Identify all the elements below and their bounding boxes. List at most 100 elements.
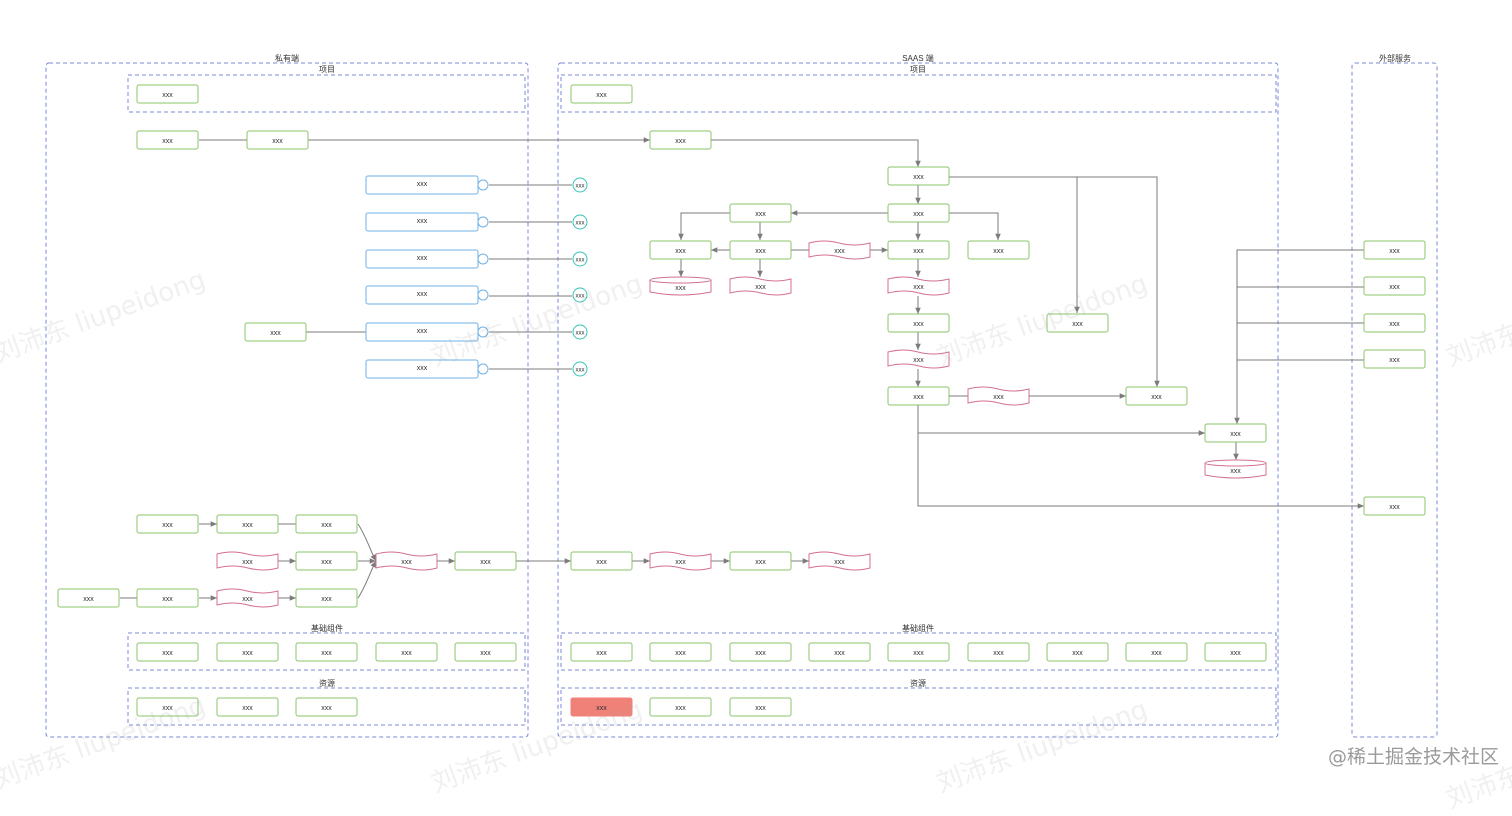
process-node[interactable]: xxx [244, 322, 307, 342]
process-node[interactable]: xxx [1363, 496, 1426, 516]
process-node[interactable]: xxx [570, 697, 633, 717]
process-node[interactable]: xxx [1363, 276, 1426, 296]
data-node[interactable]: xxx [887, 276, 950, 296]
endpoint-node[interactable]: xxx [572, 177, 588, 193]
data-node[interactable]: xxx [808, 551, 871, 571]
process-node[interactable]: xxx [136, 514, 199, 534]
data-node[interactable]: xxx [729, 276, 792, 296]
process-node[interactable]: xxx [136, 84, 199, 104]
saas-project-group [560, 74, 1277, 113]
architecture-diagram: 私有端 SAAS 端 外部服务 项目 项目 基础组件 基础组件 资源 资源 xx… [45, 53, 1438, 738]
process-node[interactable]: xxx [729, 203, 792, 223]
process-node[interactable]: xxx [136, 642, 199, 662]
endpoint-node[interactable]: xxx [572, 214, 588, 230]
data-node[interactable]: xxx [649, 551, 712, 571]
interface-node[interactable]: xxx [365, 285, 489, 305]
process-node[interactable]: xxx [729, 551, 792, 571]
interface-node[interactable]: xxx [365, 249, 489, 269]
process-node[interactable]: xxx [295, 551, 358, 571]
node-label: xxx [162, 650, 173, 657]
connector-line [1234, 249, 1364, 424]
data-node[interactable]: xxx [967, 386, 1030, 406]
node-label: xxx [755, 559, 766, 566]
process-node[interactable]: xxx [1125, 642, 1188, 662]
saas-resources-title: 资源 [910, 678, 926, 688]
node-label: xxx [576, 331, 585, 337]
process-node[interactable]: xxx [887, 166, 950, 186]
endpoint-node[interactable]: xxx [572, 287, 588, 303]
interface-node[interactable]: xxx [365, 322, 489, 342]
node-label: xxx [162, 596, 173, 603]
interface-node[interactable]: xxx [365, 212, 489, 232]
process-node[interactable]: xxx [216, 642, 279, 662]
endpoint-node[interactable]: xxx [572, 251, 588, 267]
endpoint-node[interactable]: xxx [572, 324, 588, 340]
private-project-title: 项目 [319, 65, 335, 74]
process-node[interactable]: xxx [570, 84, 633, 104]
process-node[interactable]: xxx [375, 642, 438, 662]
process-node[interactable]: xxx [136, 130, 199, 150]
node-label: xxx [480, 650, 491, 657]
storage-node[interactable]: xxx [649, 276, 712, 296]
process-node[interactable]: xxx [570, 642, 633, 662]
process-node[interactable]: xxx [1363, 349, 1426, 369]
process-node[interactable]: xxx [967, 240, 1030, 260]
process-node[interactable]: xxx [729, 697, 792, 717]
node-label: xxx [834, 248, 845, 255]
interface-node[interactable]: xxx [365, 175, 489, 195]
data-node[interactable]: xxx [887, 349, 950, 369]
process-node[interactable]: xxx [295, 514, 358, 534]
process-node[interactable]: xxx [295, 588, 358, 608]
endpoint-node[interactable]: xxx [572, 361, 588, 377]
interface-node[interactable]: xxx [365, 359, 489, 379]
process-node[interactable]: xxx [1204, 642, 1267, 662]
process-node[interactable]: xxx [967, 642, 1030, 662]
process-node[interactable]: xxx [649, 697, 712, 717]
node-label: xxx [417, 365, 428, 372]
node-label: xxx [1072, 321, 1083, 328]
process-node[interactable]: xxx [1363, 313, 1426, 333]
data-node[interactable]: xxx [216, 551, 279, 571]
process-node[interactable]: xxx [295, 642, 358, 662]
node-label: xxx [1389, 504, 1400, 511]
process-node[interactable]: xxx [136, 697, 199, 717]
process-node[interactable]: xxx [216, 514, 279, 534]
process-node[interactable]: xxx [887, 313, 950, 333]
private-base-components-group [127, 632, 526, 671]
storage-node[interactable]: xxx [1204, 459, 1267, 479]
node-label: xxx [993, 394, 1004, 401]
private-resources-title: 资源 [319, 678, 335, 688]
process-node[interactable]: xxx [729, 642, 792, 662]
process-node[interactable]: xxx [454, 642, 517, 662]
process-node[interactable]: xxx [1125, 386, 1188, 406]
data-node[interactable]: xxx [216, 588, 279, 608]
node-label: xxx [321, 559, 332, 566]
process-node[interactable]: xxx [136, 588, 199, 608]
saas-resources-group [560, 687, 1277, 726]
process-node[interactable]: xxx [454, 551, 517, 571]
node-label: xxx [162, 705, 173, 712]
process-node[interactable]: xxx [1204, 423, 1267, 443]
process-node[interactable]: xxx [570, 551, 633, 571]
process-node[interactable]: xxx [808, 642, 871, 662]
process-node[interactable]: xxx [57, 588, 120, 608]
process-node[interactable]: xxx [887, 203, 950, 223]
process-node[interactable]: xxx [246, 130, 309, 150]
process-node[interactable]: xxx [887, 642, 950, 662]
process-node[interactable]: xxx [1046, 313, 1109, 333]
node-label: xxx [1389, 284, 1400, 291]
process-node[interactable]: xxx [887, 386, 950, 406]
process-node[interactable]: xxx [649, 130, 712, 150]
process-node[interactable]: xxx [649, 240, 712, 260]
data-node[interactable]: xxx [375, 551, 438, 571]
process-node[interactable]: xxx [1046, 642, 1109, 662]
node-label: xxx [576, 258, 585, 264]
process-node[interactable]: xxx [216, 697, 279, 717]
data-node[interactable]: xxx [808, 240, 871, 260]
process-node[interactable]: xxx [649, 642, 712, 662]
process-node[interactable]: xxx [295, 697, 358, 717]
process-node[interactable]: xxx [887, 240, 950, 260]
node-label: xxx [576, 221, 585, 227]
process-node[interactable]: xxx [1363, 240, 1426, 260]
process-node[interactable]: xxx [729, 240, 792, 260]
